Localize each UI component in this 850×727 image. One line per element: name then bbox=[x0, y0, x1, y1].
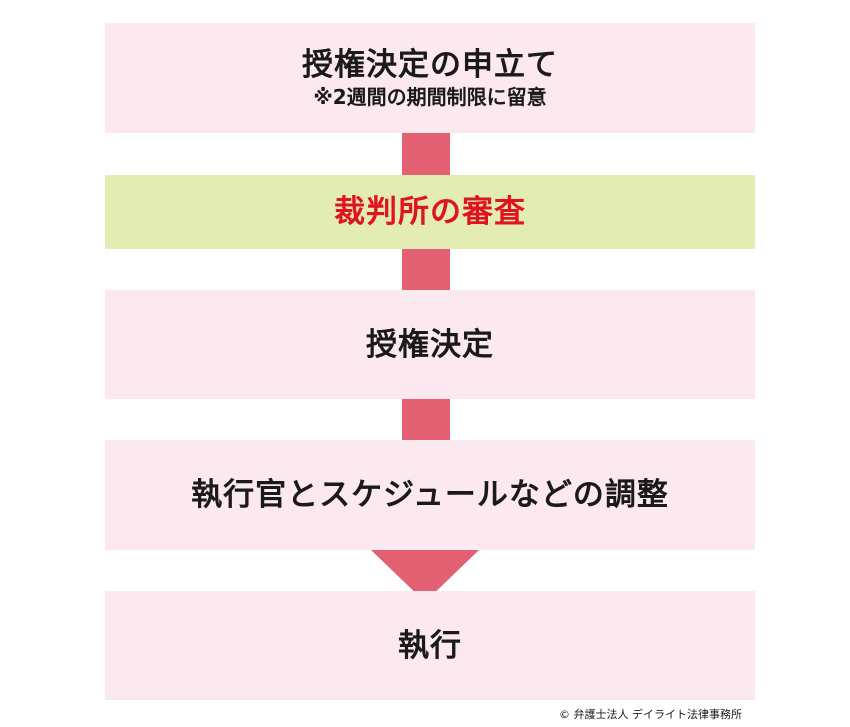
step-court-review: 裁判所の審査 bbox=[105, 175, 755, 249]
step-application-note: ※2週間の期間制限に留意 bbox=[313, 85, 547, 109]
step-application: 授権決定の申立て ※2週間の期間制限に留意 bbox=[105, 23, 755, 133]
step-application-title: 授権決定の申立て bbox=[302, 47, 558, 83]
connector-3 bbox=[402, 399, 450, 440]
step-execution-title: 執行 bbox=[398, 627, 462, 664]
connector-2 bbox=[402, 249, 450, 290]
copyright-credit: © 弁護士法人 デイライト法律事務所 bbox=[559, 708, 742, 721]
step-scheduling-title: 執行官とスケジュールなどの調整 bbox=[191, 477, 669, 513]
step-court-review-title: 裁判所の審査 bbox=[334, 194, 526, 230]
step-execution: 執行 bbox=[105, 591, 755, 700]
step-decision: 授権決定 bbox=[105, 290, 755, 399]
step-decision-title: 授権決定 bbox=[366, 326, 494, 363]
step-scheduling: 執行官とスケジュールなどの調整 bbox=[105, 440, 755, 550]
connector-1 bbox=[402, 133, 450, 175]
